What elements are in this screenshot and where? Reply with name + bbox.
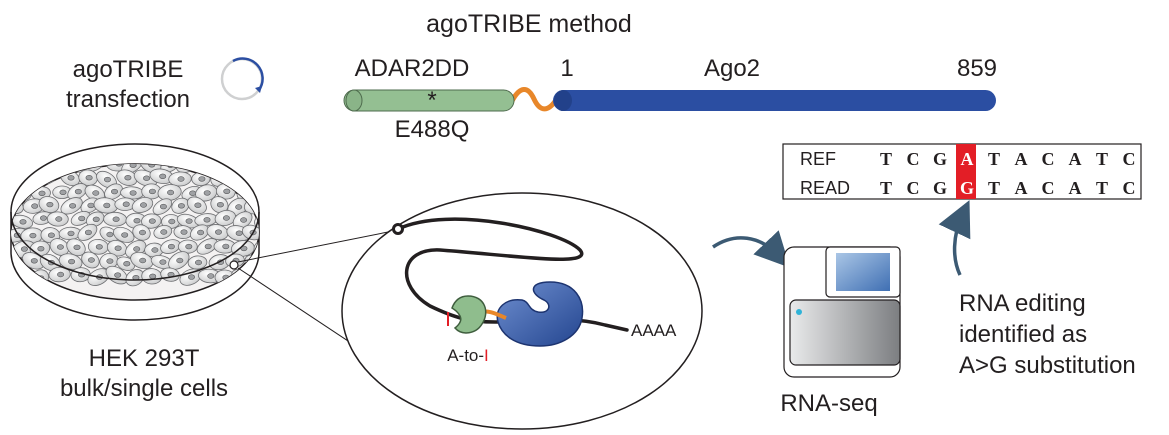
result-line3: A>G substitution [959, 352, 1136, 379]
ref-base: T [880, 149, 892, 169]
read-base: G [933, 178, 947, 198]
construct-diagram [343, 87, 996, 112]
ref-base: C [1042, 149, 1055, 169]
ago2-protein [496, 281, 584, 347]
ref-base: C [1123, 149, 1136, 169]
ref-base: A [1069, 149, 1082, 169]
zoom-inset: A-to-I AAAA [341, 192, 703, 430]
read-base: C [907, 178, 920, 198]
ago-start-label: 1 [560, 55, 573, 82]
mutation-label: E488Q [395, 116, 470, 143]
cell-monolayer [11, 164, 259, 287]
read-base: A [1015, 178, 1028, 198]
edit-label: A-to-I [447, 346, 489, 365]
transfection-label-line1: agoTRIBE [73, 56, 184, 83]
cells-label-line1: HEK 293T [89, 345, 200, 372]
ref-base: A [1015, 149, 1028, 169]
ago-end-label: 859 [957, 55, 997, 82]
linker [509, 87, 559, 112]
read-base: T [1096, 178, 1108, 198]
edit-highlight [956, 144, 976, 199]
adar-domain-bar [343, 89, 515, 112]
mrna-cap [392, 223, 404, 235]
plasmid-icon [220, 57, 264, 101]
ref-label: REF [800, 149, 836, 169]
result-line2: identified as [959, 321, 1087, 348]
ref-base: T [1096, 149, 1108, 169]
result-line1: RNA editing [959, 290, 1086, 317]
ago2-bar [553, 90, 996, 111]
read-base: T [988, 178, 1000, 198]
arrow-to-rnaseq [712, 230, 791, 268]
read-base: T [880, 178, 892, 198]
cells-label-line2: bulk/single cells [60, 375, 228, 402]
method-title: agoTRIBE method [426, 10, 632, 38]
rnaseq-label: RNA-seq [780, 390, 877, 417]
ref-base: G [933, 149, 947, 169]
sequencer-icon [783, 246, 901, 378]
transfection-label-line2: transfection [66, 86, 190, 113]
ago-label: Ago2 [704, 55, 760, 82]
polya-label: AAAA [631, 321, 677, 340]
petri-dish [10, 143, 260, 321]
mutation-mark: * [427, 87, 436, 114]
read-base: C [1042, 178, 1055, 198]
read-base: C [1123, 178, 1136, 198]
ref-base: C [907, 149, 920, 169]
adar-protein [451, 295, 487, 334]
ref-base: A [961, 149, 974, 169]
adar-label: ADAR2DD [355, 55, 470, 82]
read-label: READ [800, 178, 850, 198]
ref-base: T [988, 149, 1000, 169]
read-base: G [960, 178, 974, 198]
read-base: A [1069, 178, 1082, 198]
arrow-to-alignment [938, 200, 971, 276]
